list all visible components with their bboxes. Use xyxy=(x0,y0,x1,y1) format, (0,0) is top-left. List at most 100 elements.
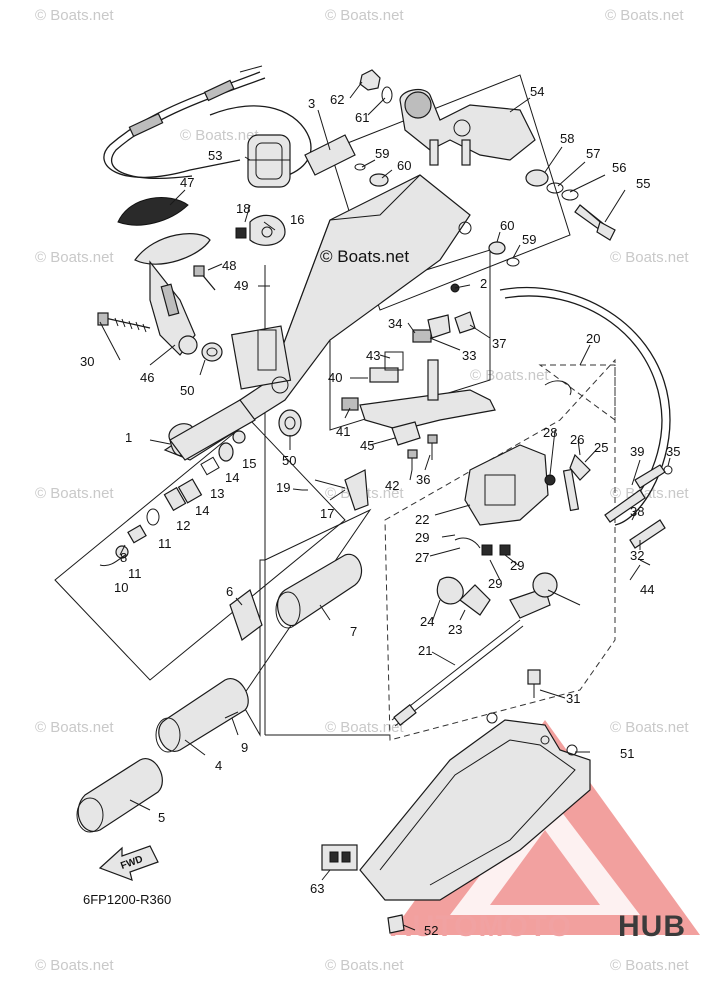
callout-label: 15 xyxy=(242,456,256,471)
throttle-grip xyxy=(76,553,363,833)
watermark: © Boats.net xyxy=(35,719,114,736)
assembly-outlines xyxy=(54,74,616,741)
block xyxy=(412,329,432,343)
callout-label: 1 xyxy=(125,430,132,445)
watermark: © Boats.net xyxy=(610,249,689,266)
shift-assembly xyxy=(391,380,591,727)
diagram-code: 6FP1200-R360 xyxy=(83,892,171,907)
callout-label: 32 xyxy=(630,548,644,563)
callout-label: 53 xyxy=(208,148,222,163)
callout-label: 60 xyxy=(500,218,514,233)
callout-label: 27 xyxy=(415,550,429,565)
callout-label: 55 xyxy=(636,176,650,191)
watermark: © Boats.net xyxy=(470,367,549,384)
callout-label: 48 xyxy=(222,258,236,273)
callout-label: 31 xyxy=(566,691,580,706)
callout-label: 46 xyxy=(140,370,154,385)
callout-label: 38 xyxy=(630,504,644,519)
callout-label: 59 xyxy=(522,232,536,247)
shift-box-outline xyxy=(384,358,616,741)
callout-label: 11 xyxy=(128,566,142,581)
callout-label: 18 xyxy=(236,201,250,216)
watermark: © Boats.net xyxy=(610,957,689,974)
callout-label: 20 xyxy=(586,331,600,346)
upper-hardware xyxy=(304,69,393,187)
callout-label: 40 xyxy=(328,370,342,385)
leader-lines xyxy=(99,81,671,931)
watermark: © Boats.net xyxy=(325,957,404,974)
callout-label: 8 xyxy=(120,550,127,565)
callout-label: 41 xyxy=(336,424,350,439)
callout-label: 19 xyxy=(276,480,290,495)
callout-label: 21 xyxy=(418,643,432,658)
callout-label: 56 xyxy=(612,160,626,175)
callout-label: 61 xyxy=(355,110,369,125)
watermark: © Boats.net xyxy=(605,7,684,24)
callout-label: 22 xyxy=(415,512,429,527)
center-watermark: © Boats.net xyxy=(320,247,409,266)
bolt xyxy=(97,312,151,333)
callout-label: 10 xyxy=(114,580,128,595)
callout-label: 29 xyxy=(415,530,429,545)
brand-name-part1: AUTOMOTO xyxy=(390,910,572,943)
callout-label: 7 xyxy=(350,624,357,639)
callout-label: 13 xyxy=(210,486,224,501)
callout-label: 23 xyxy=(448,622,462,637)
callout-label: 2 xyxy=(480,276,487,291)
friction-knob xyxy=(302,469,369,511)
callout-label: 16 xyxy=(290,212,304,227)
callout-label: 5 xyxy=(158,810,165,825)
lower-bracket xyxy=(321,712,591,934)
callout-label: 58 xyxy=(560,131,574,146)
fwd-arrow-icon: FWD xyxy=(98,845,159,881)
callout-label: 59 xyxy=(375,146,389,161)
callout-label: 42 xyxy=(385,478,399,493)
callout-label: 36 xyxy=(416,472,430,487)
callout-label: 14 xyxy=(225,470,239,485)
callout-label: 50 xyxy=(282,453,296,468)
callout-label: 35 xyxy=(666,444,680,459)
watermark: © Boats.net xyxy=(325,7,404,24)
callout-label: 3 xyxy=(308,96,315,111)
shift-box-corner xyxy=(538,364,616,421)
reference-line xyxy=(239,508,372,737)
callout-label: 45 xyxy=(360,438,374,453)
watermark: © Boats.net xyxy=(35,249,114,266)
callout-label: 62 xyxy=(330,92,344,107)
callout-label: 25 xyxy=(594,440,608,455)
watermark: © Boats.net xyxy=(35,485,114,502)
callout-label: 28 xyxy=(543,425,557,440)
watermark: © Boats.net xyxy=(610,719,689,736)
callout-label: 12 xyxy=(176,518,190,533)
callout-label: 39 xyxy=(630,444,644,459)
watermark: © Boats.net xyxy=(35,957,114,974)
callout-label: 54 xyxy=(530,84,544,99)
callout-label: 9 xyxy=(241,740,248,755)
callout-label: 47 xyxy=(180,175,194,190)
swivel-bracket xyxy=(399,88,536,166)
callout-label: 52 xyxy=(424,923,438,938)
right-bushings xyxy=(488,241,520,267)
pivot-bolt xyxy=(525,169,616,241)
center-bracket-parts xyxy=(341,283,496,470)
callout-label: 17 xyxy=(320,506,334,521)
callout-label: 51 xyxy=(620,746,634,761)
handle-bracket xyxy=(117,197,211,356)
callout-label: 60 xyxy=(397,158,411,173)
callout-label: 24 xyxy=(420,614,434,629)
callout-label: 29 xyxy=(510,558,524,573)
grommet xyxy=(247,134,291,188)
callout-label: 44 xyxy=(640,582,654,597)
callout-label: 57 xyxy=(586,146,600,161)
callout-label: 49 xyxy=(234,278,248,293)
callout-label: 26 xyxy=(570,432,584,447)
brand-name-part2: HUB xyxy=(618,910,686,943)
callout-labels: 1 2 3 4 5 6 7 8 9 10 11 11 12 13 14 14 1… xyxy=(80,84,680,938)
throttle-cable xyxy=(103,65,312,181)
small-fasteners xyxy=(193,214,286,291)
shift-cable xyxy=(499,286,673,566)
callout-label: 43 xyxy=(366,348,380,363)
watermark: © Boats.net xyxy=(325,719,404,736)
callout-label: 50 xyxy=(180,383,194,398)
